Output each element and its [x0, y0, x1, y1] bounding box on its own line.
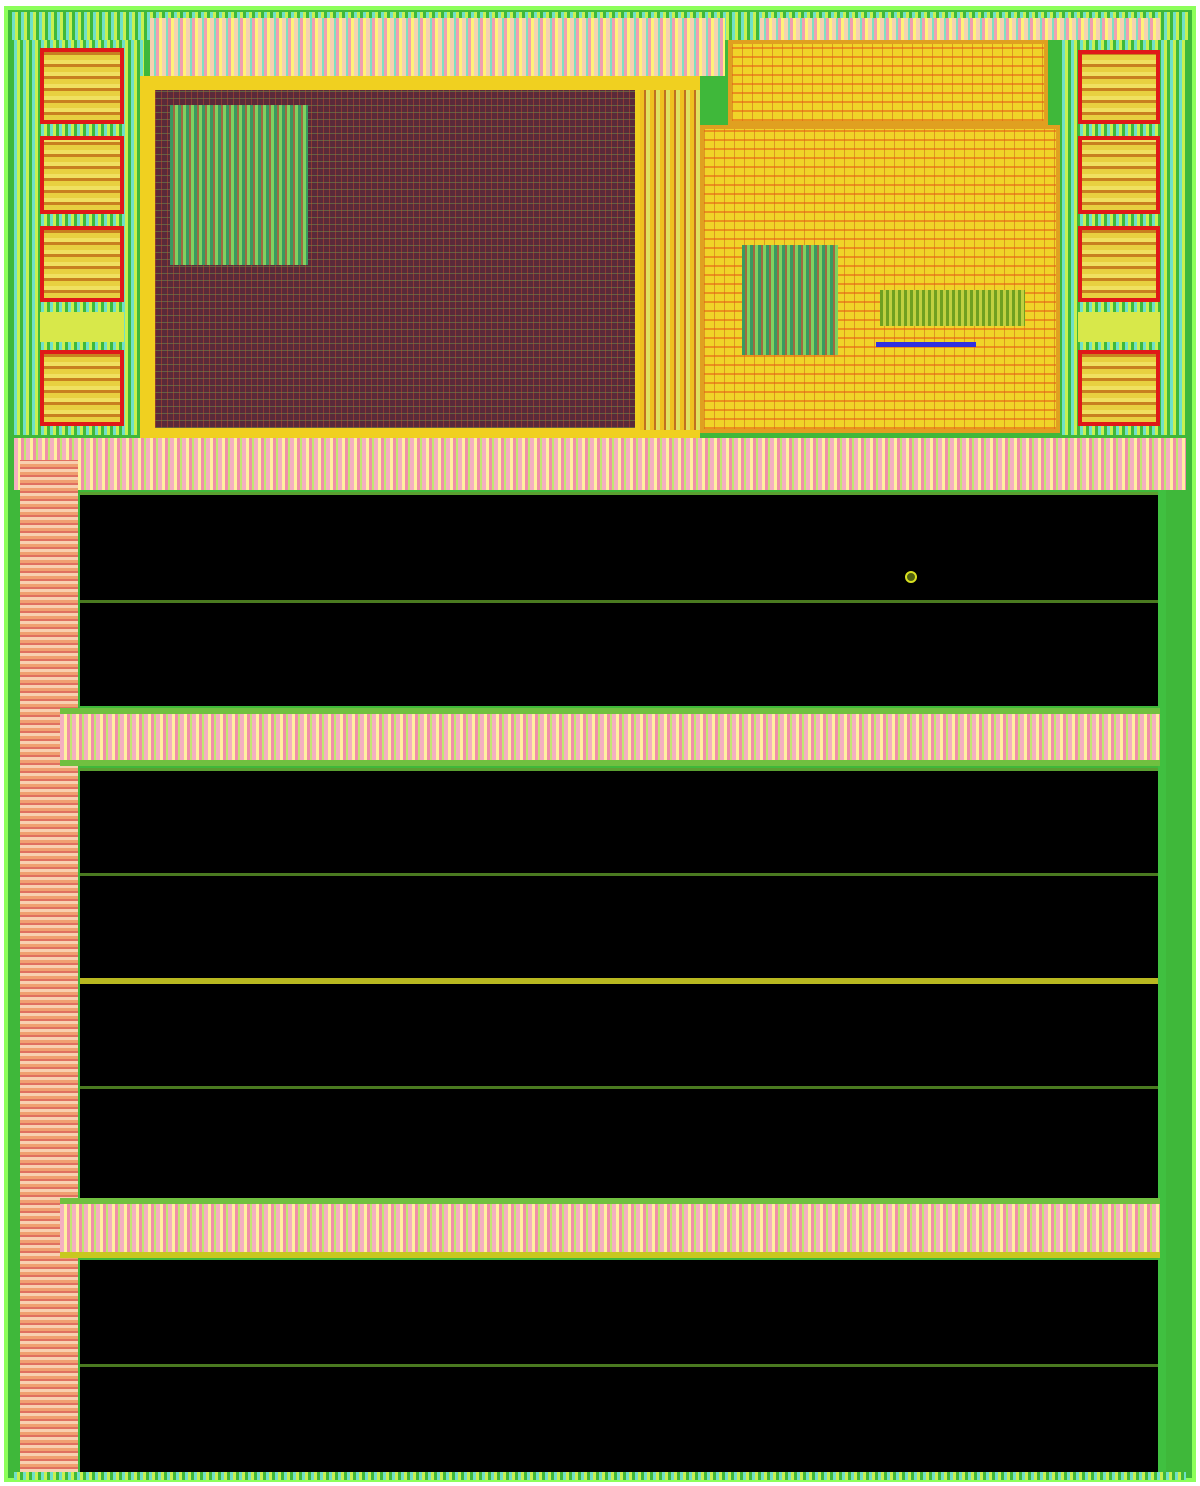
- power-band-middle: [60, 708, 1160, 766]
- memory-decoder-column: [20, 460, 78, 1475]
- io-pad: [1078, 136, 1160, 214]
- right-edge: [1158, 490, 1166, 1475]
- core-routing-channel: [640, 90, 700, 430]
- io-pad: [1078, 50, 1160, 124]
- logic-submodule: [880, 290, 1025, 326]
- memory-bank-4: [80, 1260, 1158, 1472]
- io-pad: [40, 136, 124, 214]
- memory-bank-2: [80, 768, 1158, 980]
- logic-submodule: [742, 245, 838, 355]
- bank-divider: [80, 600, 1158, 603]
- core-submodule: [170, 105, 308, 265]
- bank-divider: [80, 1364, 1158, 1367]
- bank-divider: [80, 1086, 1158, 1089]
- top-right-ring: [760, 18, 1160, 40]
- io-filler: [1078, 312, 1160, 342]
- io-pad: [40, 48, 124, 124]
- memory-bank-3: [80, 984, 1158, 1198]
- control-logic-top: [728, 40, 1048, 125]
- io-pad: [40, 350, 124, 426]
- io-pad: [1078, 226, 1160, 302]
- top-register-bank: [150, 18, 725, 76]
- bottom-io-ring: [14, 1472, 1186, 1480]
- io-filler: [40, 312, 124, 342]
- bank-separator: [80, 978, 1158, 984]
- io-pad: [1078, 350, 1160, 426]
- io-pad: [40, 226, 124, 302]
- bank-divider: [80, 873, 1158, 876]
- blue-wire: [876, 342, 976, 347]
- power-band-bottom: [60, 1198, 1160, 1258]
- power-band-top: [14, 438, 1186, 490]
- memory-bank-1: [80, 492, 1158, 706]
- marker-dot: [905, 571, 917, 583]
